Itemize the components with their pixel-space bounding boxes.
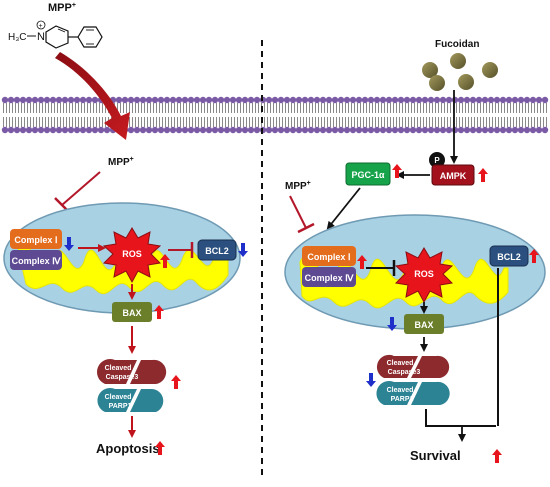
complex4-label-right: Complex Ⅳ <box>305 273 355 283</box>
parp-r2: PARP1 <box>391 396 414 403</box>
pgc-box <box>345 162 391 186</box>
complex1-box-left <box>10 229 62 249</box>
right-panel: Fucoidan P AMPK PGC-1α MPP+ Complex Ⅰ Co… <box>284 39 546 463</box>
cleaved-caspase3-left: Cleaved Caspase3 <box>97 359 167 384</box>
cleaved-parp1-left: Cleaved PARP1 <box>97 387 164 412</box>
cleaved-caspase3-right: Cleaved Caspase3 <box>376 354 450 378</box>
caspase-r1: Cleaved <box>387 360 414 367</box>
complex4-label-left: Complex Ⅳ <box>12 256 62 266</box>
ampk-label: AMPK <box>440 171 467 181</box>
mpp-right-inhibition-line <box>289 195 307 229</box>
bax-label-left: BAX <box>122 308 141 318</box>
bax-box-left <box>112 302 152 322</box>
bcl2-label-left: BCL2 <box>205 246 229 256</box>
parp-r1: Cleaved <box>387 387 414 394</box>
mpp-top-label: MPP+ <box>48 2 76 14</box>
ampk-box <box>431 164 475 186</box>
fucoidan-label: Fucoidan <box>435 39 479 50</box>
parp-survival-line <box>425 409 496 427</box>
mpp-mid-label: MPP+ <box>108 156 134 168</box>
mpp-entry-arrow <box>55 52 130 140</box>
bcl2-up-arrow-right <box>529 249 539 263</box>
complex4-box-right <box>302 267 356 287</box>
survival-label: Survival <box>410 448 461 463</box>
mpp-molecule: MPP+ H₃C N + <box>8 2 103 49</box>
caspase-down-arrow-right <box>366 373 376 387</box>
methyl-label: H₃C <box>8 32 27 43</box>
pgc-up-arrow <box>392 164 402 178</box>
cleaved-parp1-right: Cleaved PARP1 <box>376 380 450 405</box>
ros-burst-left <box>102 227 162 284</box>
nitrogen-label: N <box>37 31 45 43</box>
cell-membrane <box>1 96 549 134</box>
pgc-to-complex-arrow <box>326 187 361 230</box>
complex1-box-right <box>302 246 356 266</box>
phospho-label: P <box>434 156 440 165</box>
mpp-right-inhibition-bar <box>297 222 315 234</box>
left-status-arrows <box>64 237 248 455</box>
bax-label-right: BAX <box>414 320 433 330</box>
bcl2-box-right <box>489 245 529 267</box>
parp-l1: Cleaved <box>105 394 132 401</box>
n-charge: + <box>39 23 43 30</box>
apoptosis-up-arrow <box>155 441 165 455</box>
pgc-label: PGC-1α <box>351 170 385 180</box>
charge-circle <box>36 20 46 30</box>
survival-up-arrow <box>492 449 502 463</box>
complex4-box-left <box>10 250 62 270</box>
pyridine-ring <box>45 25 69 49</box>
complex1-label-left: Complex Ⅰ <box>14 235 57 245</box>
phospho-circle <box>429 152 445 168</box>
complex1-up-arrow-right <box>357 255 367 269</box>
bcl2-label-right: BCL2 <box>497 252 521 262</box>
caspase-l2: Caspase3 <box>106 374 139 381</box>
complex1-label-right: Complex Ⅰ <box>307 252 350 262</box>
left-panel: MPP+ H₃C N + MPP+ Complex Ⅰ Complex Ⅳ <box>3 2 248 456</box>
right-status-arrows <box>357 164 539 463</box>
bcl2-down-arrow-left <box>238 243 248 257</box>
bax-down-arrow-right <box>387 317 397 331</box>
ros-label-left: ROS <box>122 249 142 259</box>
bcl2-box-left <box>197 239 237 261</box>
mpp-right-label: MPP+ <box>285 180 311 192</box>
caspase-r2: Caspase3 <box>388 369 421 376</box>
ros-up-arrow-left <box>160 254 170 268</box>
ampk-up-arrow <box>478 168 488 182</box>
mpp-inhibition-line <box>61 171 101 206</box>
caspase-up-arrow-left <box>171 375 181 389</box>
bax-up-arrow-left <box>154 305 164 319</box>
bax-box-right <box>404 314 444 334</box>
fucoidan-particles <box>422 53 498 91</box>
apoptosis-label: Apoptosis <box>96 441 160 456</box>
caspase-l1: Cleaved <box>105 365 132 372</box>
parp-l2: PARP1 <box>109 403 132 410</box>
complex1-down-arrow-left <box>64 237 74 251</box>
phenyl-ring <box>77 26 103 48</box>
ros-label-right: ROS <box>414 269 434 279</box>
